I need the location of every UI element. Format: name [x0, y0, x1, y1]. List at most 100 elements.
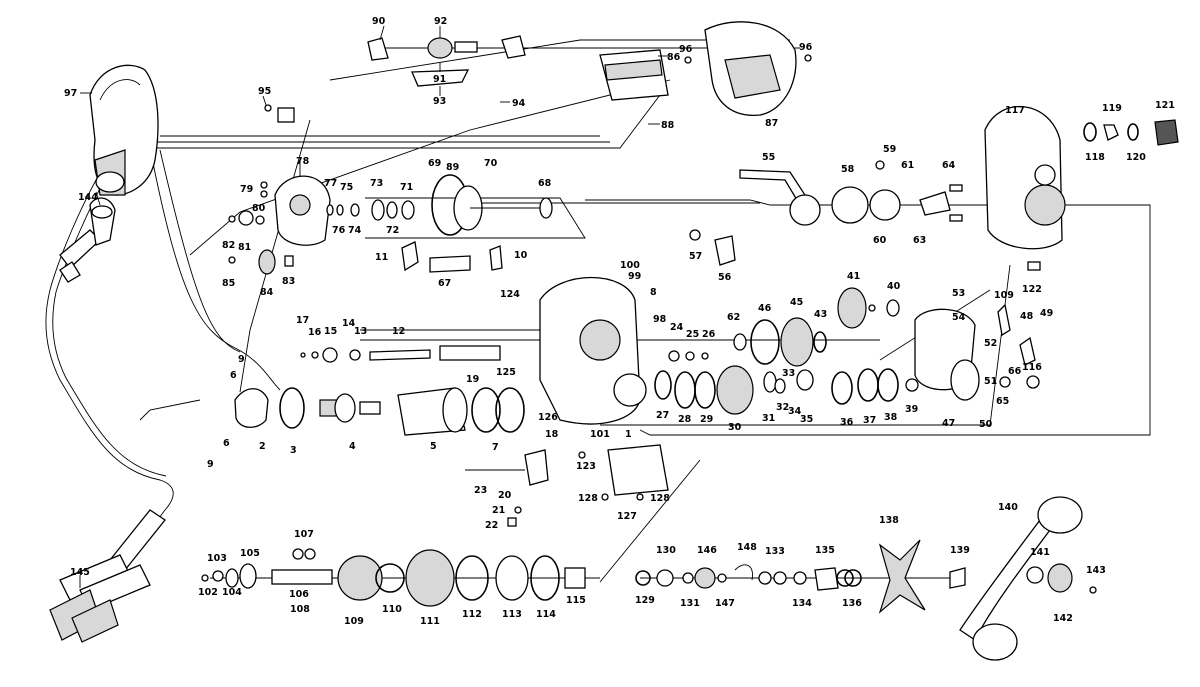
part-label-22: 22 — [485, 520, 498, 531]
part-label-52: 53 — [952, 288, 965, 299]
part-label-139: 140 — [998, 502, 1018, 513]
part-label-7: 7 — [492, 442, 499, 453]
part-label-134: 135 — [815, 545, 835, 556]
part-label-54: 55 — [762, 152, 775, 163]
part-label-93: 94 — [512, 98, 526, 109]
part-label-107: 108 — [290, 604, 310, 615]
part-label-26: 26 — [702, 329, 716, 340]
part-label-112: 112 — [462, 609, 482, 620]
part-label-141: 142 — [1053, 613, 1073, 624]
part-label-143: 144 — [78, 192, 98, 203]
part-label-95a: 96 — [679, 44, 693, 55]
leader-lines — [79, 25, 668, 588]
part-label-113: 113 — [502, 609, 522, 620]
part-label-63: 64 — [942, 160, 956, 171]
part-label-2: 2 — [259, 441, 266, 452]
part-label-99: 100 — [620, 260, 640, 271]
part-label-9a: 9 — [238, 354, 245, 365]
part-label-142: 143 — [1086, 565, 1106, 576]
power-cable — [45, 139, 281, 643]
part-label-90: 91 — [433, 74, 446, 85]
part-label-34: 34 — [788, 406, 802, 417]
part-label-129: 129 — [635, 595, 655, 606]
part-label-1: 1 — [625, 429, 632, 440]
part-label-62: 63 — [913, 235, 926, 246]
part-label-78: 79 — [240, 184, 253, 195]
part-label-119: 119 — [1102, 103, 1122, 114]
part-label-95b: 96 — [799, 42, 813, 53]
part-label-48: 49 — [1040, 308, 1053, 319]
part-label-81: 82 — [222, 240, 235, 251]
part-label-19: 19 — [466, 374, 479, 385]
part-label-49: 50 — [979, 419, 993, 430]
part-label-79: 80 — [252, 203, 266, 214]
part-label-64: 65 — [996, 396, 1009, 407]
part-label-83: 84 — [260, 287, 274, 298]
part-label-31: 31 — [762, 413, 775, 424]
part-label-85: 86 — [667, 52, 681, 63]
part-label-92: 93 — [433, 96, 446, 107]
part-label-60: 61 — [901, 160, 914, 171]
level-wind — [234, 241, 525, 436]
part-label-55: 56 — [718, 272, 732, 283]
part-label-16: 16 — [308, 327, 322, 338]
part-label-14: 14 — [342, 318, 356, 329]
part-label-3: 3 — [290, 445, 297, 456]
top-parts — [264, 21, 812, 123]
part-label-114: 114 — [536, 609, 556, 620]
part-label-40: 40 — [887, 281, 901, 292]
part-label-59: 60 — [873, 235, 887, 246]
part-label-101: 102 — [198, 587, 218, 598]
part-label-100: 101 — [590, 429, 610, 440]
part-label-39: 39 — [905, 404, 918, 415]
part-label-133: 134 — [792, 598, 812, 609]
part-label-127: 127 — [617, 511, 637, 522]
part-label-57: 58 — [841, 164, 855, 175]
left-side-plate — [228, 175, 331, 275]
part-label-108: 109 — [344, 616, 364, 627]
part-label-47: 48 — [1020, 311, 1034, 322]
part-label-96: 97 — [64, 88, 77, 99]
part-label-128a: 128 — [578, 493, 598, 504]
part-label-61: 62 — [727, 312, 740, 323]
part-label-17: 17 — [296, 315, 309, 326]
part-label-98: 99 — [628, 271, 641, 282]
part-label-104: 105 — [240, 548, 260, 559]
part-label-136: 138 — [879, 515, 899, 526]
part-label-105: 106 — [289, 589, 309, 600]
part-label-138: 139 — [950, 545, 970, 556]
part-label-102: 103 — [207, 553, 227, 564]
part-label-44: 45 — [790, 297, 803, 308]
part-label-77: 78 — [296, 156, 310, 167]
part-label-11: 11 — [375, 252, 388, 263]
part-label-88: 89 — [446, 162, 459, 173]
part-label-122: 122 — [1022, 284, 1042, 295]
part-label-120: 120 — [1126, 152, 1146, 163]
part-label-75: 76 — [332, 225, 346, 236]
part-label-111: 111 — [420, 616, 440, 627]
part-label-5: 5 — [430, 441, 437, 452]
part-label-37: 37 — [863, 415, 876, 426]
part-label-36: 36 — [840, 417, 854, 428]
battery-holder — [89, 64, 159, 246]
part-label-116: 116 — [1022, 362, 1042, 373]
part-label-41: 41 — [847, 271, 860, 282]
part-label-76: 77 — [324, 178, 337, 189]
part-label-4: 4 — [349, 441, 356, 452]
part-label-135: 136 — [842, 598, 862, 609]
part-label-35: 35 — [800, 414, 813, 425]
part-label-15: 15 — [324, 326, 337, 337]
part-label-13: 13 — [354, 326, 367, 337]
main-frame — [465, 276, 669, 527]
part-label-23: 23 — [474, 485, 487, 496]
part-label-106: 107 — [294, 529, 314, 540]
spool-assembly — [326, 174, 553, 236]
part-label-94: 95 — [258, 86, 271, 97]
part-label-21: 21 — [492, 505, 505, 516]
part-label-97: 98 — [653, 314, 667, 325]
part-label-86: 87 — [765, 118, 778, 129]
part-label-82: 83 — [282, 276, 295, 287]
part-label-121: 121 — [1155, 100, 1175, 111]
part-label-46: 47 — [942, 418, 955, 429]
part-label-6a: 6 — [230, 370, 237, 381]
